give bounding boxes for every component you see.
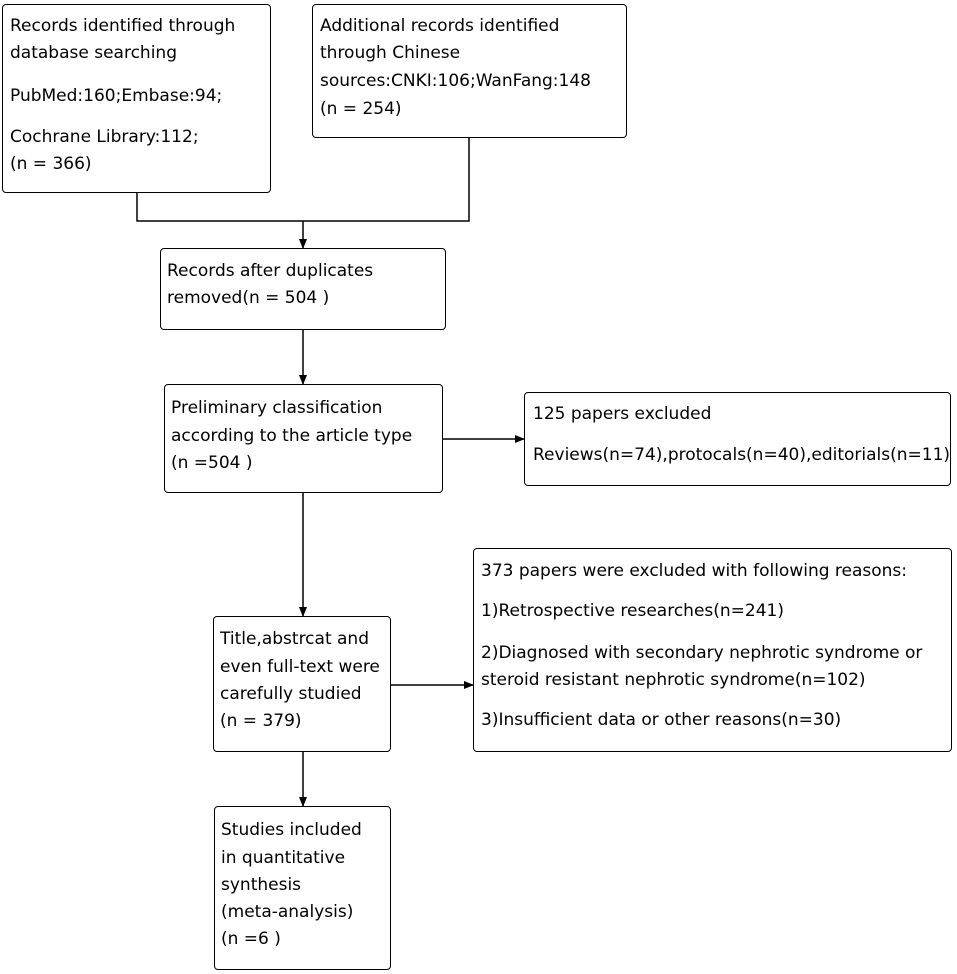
box-text-line: 2)Diagnosed with secondary nephrotic syn… [481, 643, 923, 663]
box-text-line: Title,abstrcat and [220, 629, 369, 649]
box-text-line: sources:CNKI:106;WanFang:148 [320, 71, 591, 91]
box-text-line: carefully studied [220, 684, 362, 704]
box-text-line: (n = 366) [10, 154, 92, 174]
box-text-line: Records identified through [10, 16, 236, 36]
box-text-line: Preliminary classification [171, 398, 383, 418]
box-text-line: 1)Retrospective researches(n=241) [481, 601, 784, 621]
box-text-line: (n =6 ) [221, 929, 281, 949]
box-text-line: 125 papers excluded [533, 404, 712, 424]
box-text-line: (n = 254) [320, 99, 402, 119]
box-text-line: Studies included [221, 820, 362, 840]
excluded-373-box: 373 papers were excluded with following … [473, 548, 952, 752]
box-text-line: 3)Insufficient data or other reasons(n=3… [481, 710, 842, 730]
excluded-125-box: 125 papers excluded Reviews(n=74),protoc… [524, 392, 951, 486]
database-records-box: Records identified through database sear… [2, 4, 271, 193]
preliminary-classification-box: Preliminary classification according to … [164, 384, 443, 493]
box-text-line: PubMed:160;Embase:94; [10, 86, 223, 106]
box-text-line: Records after duplicates [167, 261, 374, 281]
box-text-line: database searching [10, 43, 177, 63]
studies-included-box: Studies included in quantitative synthes… [214, 806, 391, 970]
box-text-line: according to the article type [171, 426, 413, 446]
title-abstract-box: Title,abstrcat and even full-text were c… [213, 616, 391, 752]
duplicates-removed-box: Records after duplicates removed(n = 504… [160, 248, 446, 330]
box-text-line: Reviews(n=74),protocals(n=40),editorials… [533, 445, 951, 465]
box-text-line: Additional records identified [320, 16, 560, 36]
box-text-line: Cochrane Library:112; [10, 127, 199, 147]
additional-records-box: Additional records identified through Ch… [312, 4, 627, 138]
box-text-line: even full-text were [220, 657, 380, 677]
box-text-line: (meta-analysis) [221, 902, 354, 922]
box-text-line: removed(n = 504 ) [167, 288, 330, 308]
box-text-line: (n = 379) [220, 711, 302, 731]
box-text-line: (n =504 ) [171, 453, 253, 473]
box-text-line: through Chinese [320, 43, 461, 63]
box-text-line: synthesis [221, 875, 302, 895]
box-text-line: in quantitative [221, 848, 346, 868]
box-text-line: steroid resistant nephrotic syndrome(n=1… [481, 670, 866, 690]
box-text-line: 373 papers were excluded with following … [481, 561, 908, 581]
